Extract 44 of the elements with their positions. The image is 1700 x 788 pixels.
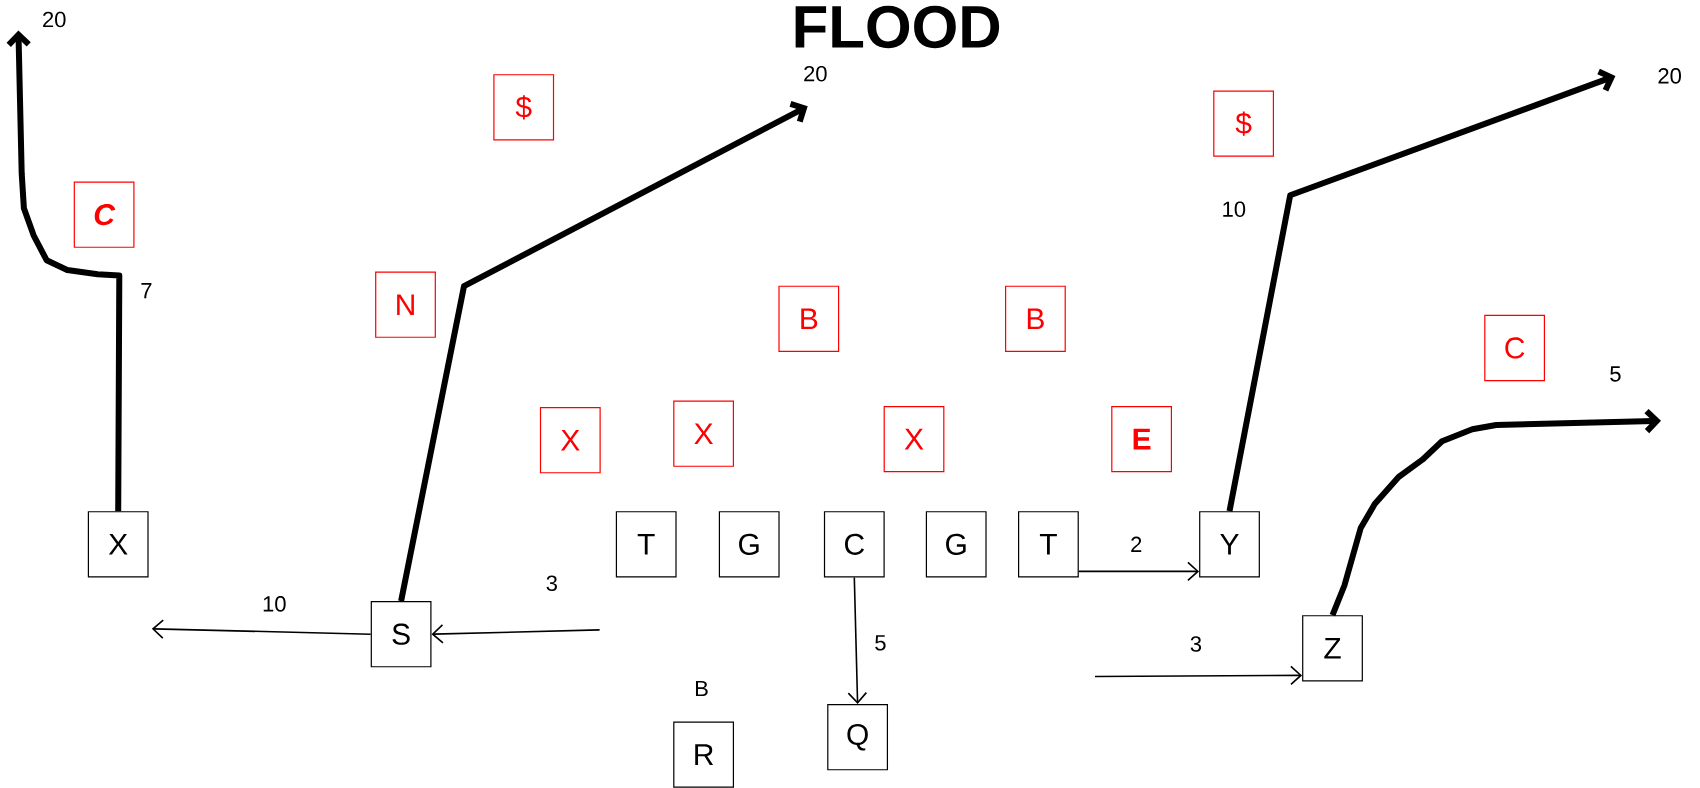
arrow bbox=[847, 576, 868, 705]
player-box: Y bbox=[1199, 511, 1260, 578]
edge-label: 20 bbox=[40, 10, 68, 29]
player-box: C bbox=[823, 511, 885, 578]
player-box: X bbox=[87, 511, 149, 578]
edge-label: 5 bbox=[873, 634, 888, 652]
defender-box: B bbox=[1005, 285, 1066, 352]
player-box: Q bbox=[827, 704, 888, 771]
defender-box: $ bbox=[1213, 90, 1274, 157]
route-arrow bbox=[6, 30, 123, 512]
arrow bbox=[1094, 665, 1303, 686]
player-box: Z bbox=[1302, 615, 1363, 682]
defender-box: C bbox=[73, 181, 135, 248]
defender-box: X bbox=[539, 407, 601, 474]
defender-box: X bbox=[673, 400, 734, 467]
player-box: R bbox=[673, 721, 734, 788]
edge-label: 2 bbox=[1129, 535, 1144, 553]
edge-label: 5 bbox=[1608, 365, 1623, 383]
defender-box: N bbox=[375, 271, 436, 338]
title: FLOOD bbox=[795, 5, 1000, 49]
route-arrow bbox=[1226, 68, 1616, 512]
edge-label: 3 bbox=[544, 574, 559, 593]
arrow bbox=[151, 619, 372, 639]
player-box: T bbox=[615, 511, 677, 578]
defender-box: E bbox=[1111, 405, 1172, 473]
yardage-label: B bbox=[696, 680, 708, 697]
player-box: G bbox=[718, 511, 780, 578]
player-box: S bbox=[370, 601, 432, 668]
player-box: T bbox=[1018, 511, 1079, 578]
defender-box: X bbox=[883, 405, 945, 473]
defender-box: $ bbox=[493, 74, 555, 141]
defender-box: C bbox=[1484, 314, 1545, 382]
route-arrow bbox=[398, 101, 808, 602]
defender-box: B bbox=[778, 285, 840, 352]
arrow bbox=[431, 624, 601, 644]
player-box: G bbox=[925, 511, 987, 578]
edge-label: 3 bbox=[1188, 635, 1204, 653]
route-arrow bbox=[1329, 408, 1661, 617]
yardage-label: 7 bbox=[141, 283, 152, 299]
edge-label: 10 bbox=[261, 595, 288, 613]
edge-label: 20 bbox=[802, 64, 829, 83]
edge-label: 20 bbox=[1656, 67, 1683, 85]
yardage-label: 10 bbox=[1223, 201, 1246, 217]
arrow bbox=[1078, 561, 1200, 582]
